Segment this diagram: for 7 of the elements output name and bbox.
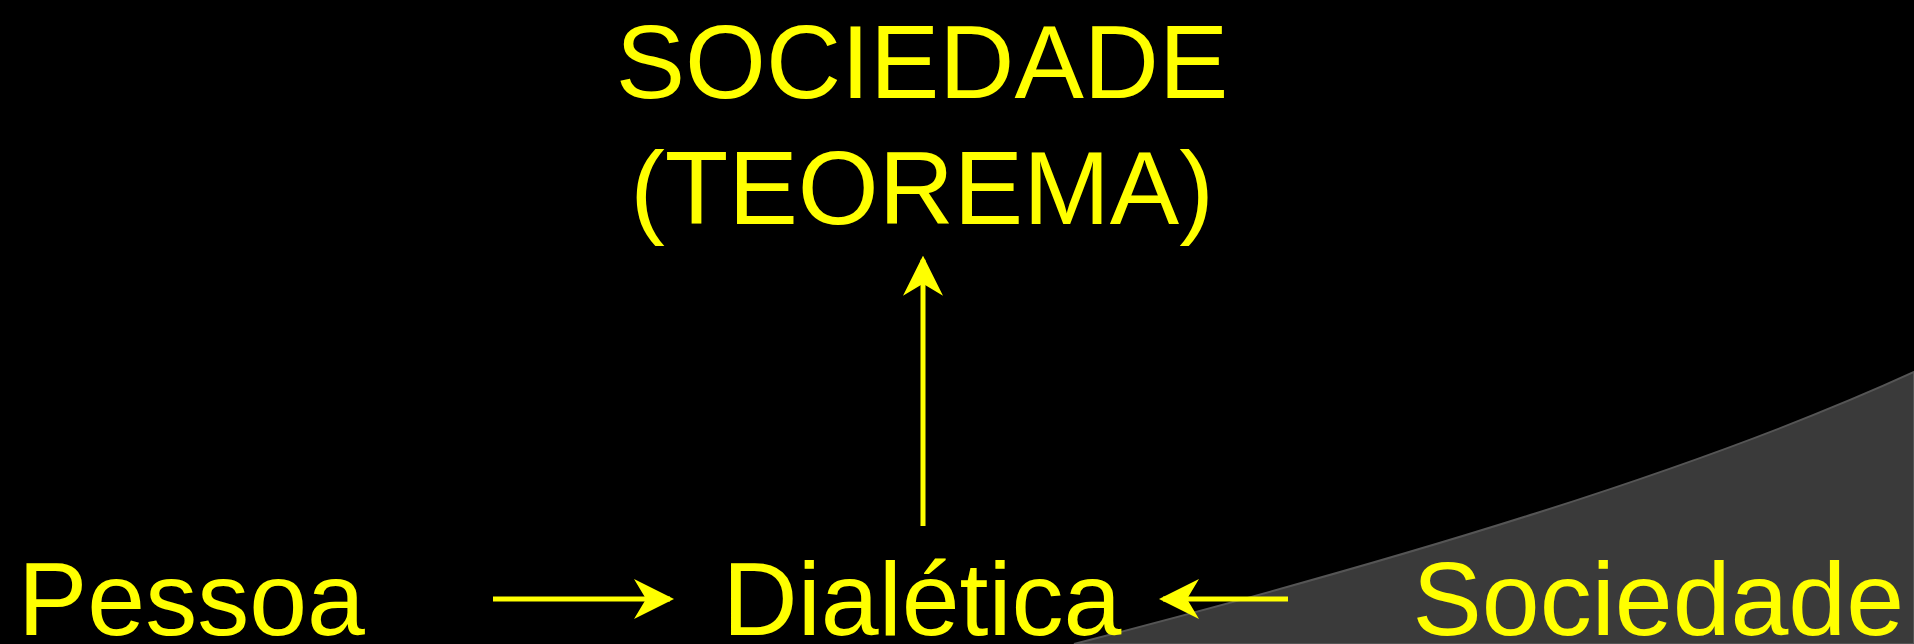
arrow — [493, 579, 674, 619]
node-label: Dialética — [721, 556, 1123, 644]
arrow — [1159, 579, 1288, 619]
arrow — [903, 255, 943, 526]
node-label: Sociedade — [1411, 556, 1904, 644]
node-label: Pessoa — [18, 556, 366, 644]
node-label: SOCIEDADE (TEOREMA) — [614, 3, 1230, 248]
